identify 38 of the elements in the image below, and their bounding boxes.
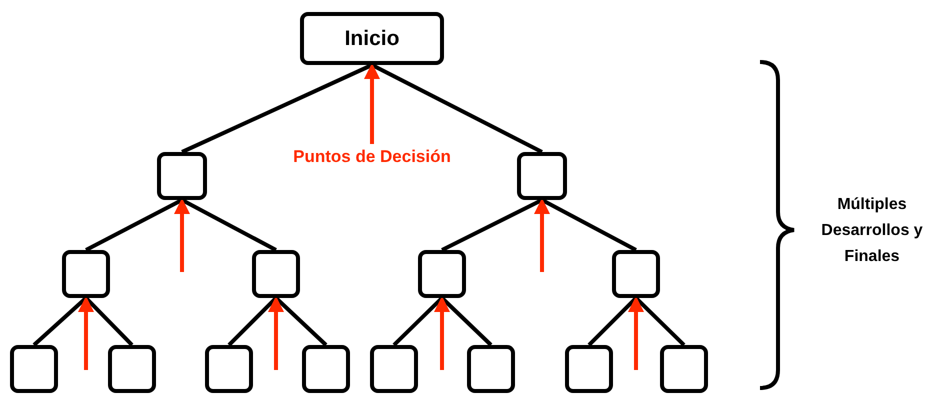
decision-box bbox=[10, 345, 58, 393]
arrow bbox=[364, 63, 380, 144]
decision-box bbox=[252, 250, 300, 298]
decision-box bbox=[302, 345, 350, 393]
decision-box bbox=[370, 345, 418, 393]
connector-line bbox=[588, 296, 638, 346]
arrow bbox=[78, 296, 94, 370]
decision-box bbox=[205, 345, 253, 393]
decision-box bbox=[660, 345, 708, 393]
decision-box bbox=[418, 250, 466, 298]
decision-box bbox=[108, 345, 156, 393]
connector-line bbox=[392, 296, 444, 346]
arrow bbox=[174, 198, 190, 272]
connector-line bbox=[181, 198, 277, 252]
connector-line bbox=[541, 198, 637, 252]
connector-line bbox=[85, 198, 183, 252]
decision-box bbox=[612, 250, 660, 298]
arrow bbox=[268, 296, 284, 370]
arrow bbox=[628, 296, 644, 370]
connector-line bbox=[441, 198, 543, 252]
decision-box bbox=[565, 345, 613, 393]
decision-box bbox=[467, 345, 515, 393]
arrow bbox=[534, 198, 550, 272]
connector-line bbox=[634, 296, 686, 346]
connector-line bbox=[440, 296, 492, 346]
connector-line bbox=[274, 296, 328, 346]
connector-line bbox=[228, 296, 278, 346]
connector-line bbox=[371, 63, 543, 154]
decision-box bbox=[517, 152, 567, 200]
bracket-label: Múltiples Desarrollos y Finales bbox=[820, 195, 924, 267]
connector-line bbox=[84, 296, 134, 346]
decision-box bbox=[62, 250, 110, 298]
decision-box bbox=[157, 152, 207, 200]
connector-line bbox=[181, 63, 373, 154]
annotation-label: Puntos de Decisión bbox=[262, 144, 482, 170]
start-box: Inicio bbox=[300, 12, 444, 65]
connector-line bbox=[32, 296, 88, 346]
arrow bbox=[434, 296, 450, 370]
